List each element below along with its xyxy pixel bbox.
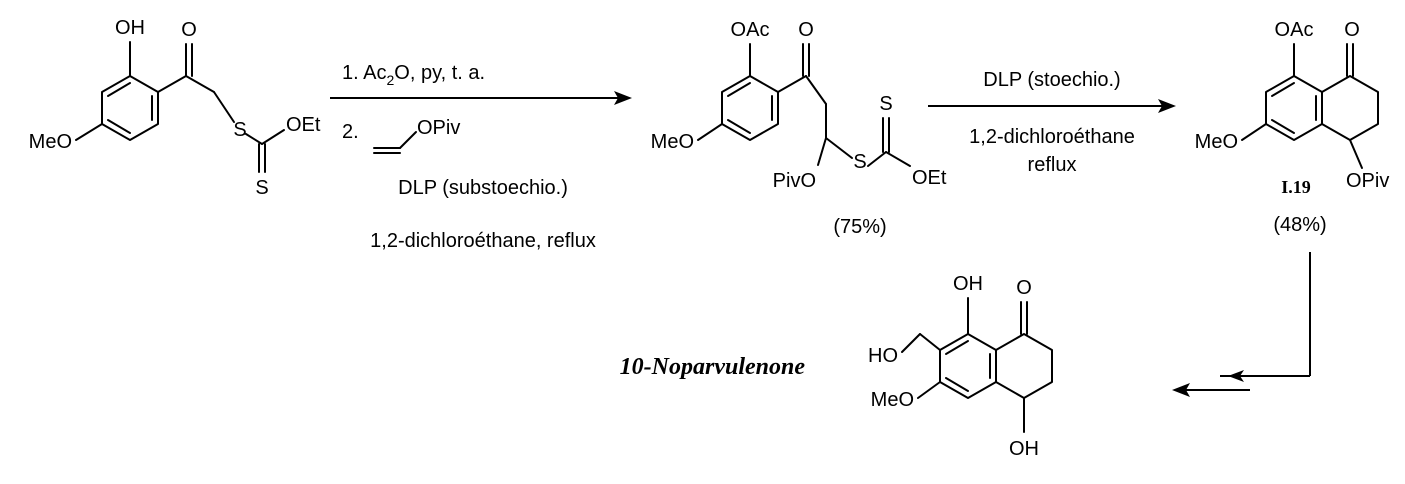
compound-i19: OAc O MeO OPiv I.19 (48%) [1195, 19, 1390, 236]
hydroxyl-label: OH [953, 273, 983, 295]
step1-reagent-line2: 2. [342, 121, 359, 143]
starting-material-bonds [75, 41, 285, 173]
step1-conditions: 1. Ac2O, py, t. a. 2. OPiv DLP (substoec… [342, 62, 596, 252]
step1-arrow [330, 91, 632, 105]
intermediate-yield: (75%) [833, 216, 886, 238]
ethoxy-label: OEt [912, 167, 947, 189]
pivaloyloxy-label: OPiv [1346, 170, 1389, 192]
i19-bonds [1241, 43, 1379, 169]
carbonyl-oxygen-label: O [181, 19, 197, 41]
acetoxy-label: OAc [1275, 19, 1314, 41]
pivaloyloxy-label: PivO [773, 170, 816, 192]
step2-reagent-line1: DLP (stoechio.) [983, 69, 1120, 91]
product-noparvulenone: OH O HO MeO OH 10-Noparvulenone [620, 273, 1053, 460]
thiocarbonyl-sulfur-label: S [879, 93, 892, 115]
intermediate-xanthate: OAc O MeO S S OEt PivO (75%) [651, 19, 947, 238]
carbonyl-oxygen-label: O [1344, 19, 1360, 41]
ethoxy-label: OEt [286, 114, 321, 136]
vinyl-pivalate-bonds [373, 131, 417, 154]
methoxy-label: MeO [1195, 131, 1238, 153]
hydroxyl-label-bottom: OH [1009, 438, 1039, 460]
step1-reagent-line4: 1,2-dichloroéthane, reflux [370, 230, 596, 252]
step2-conditions: DLP (stoechio.) 1,2-dichloroéthane reflu… [969, 69, 1135, 176]
hydroxyl-label: OH [115, 17, 145, 39]
compound-code: I.19 [1281, 177, 1311, 197]
vinyl-pivalate-label: OPiv [417, 117, 460, 139]
step2-reagent-line2: 1,2-dichloroéthane [969, 126, 1135, 148]
methoxy-label: MeO [29, 131, 72, 153]
methoxy-label: MeO [871, 389, 914, 411]
intermediate-bonds [697, 43, 911, 167]
multistep-arrow [1172, 252, 1311, 397]
i19-yield: (48%) [1273, 214, 1326, 236]
sulfur-label: S [853, 151, 866, 173]
thiocarbonyl-sulfur-label: S [255, 177, 268, 199]
hydroxymethyl-label: HO [868, 345, 898, 367]
step2-reagent-line3: reflux [1028, 154, 1077, 176]
carbonyl-oxygen-label: O [1016, 277, 1032, 299]
starting-material: OH O MeO S OEt S [29, 17, 321, 199]
step2-arrow [928, 99, 1176, 113]
carbonyl-oxygen-label: O [798, 19, 814, 41]
product-bonds [901, 297, 1053, 433]
step1-reagent-line3: DLP (substoechio.) [398, 177, 568, 199]
methoxy-label: MeO [651, 131, 694, 153]
sulfur-label: S [233, 119, 246, 141]
acetoxy-label: OAc [731, 19, 770, 41]
step1-reagent-line1: 1. Ac2O, py, t. a. [342, 62, 485, 88]
product-name: 10-Noparvulenone [620, 354, 806, 380]
